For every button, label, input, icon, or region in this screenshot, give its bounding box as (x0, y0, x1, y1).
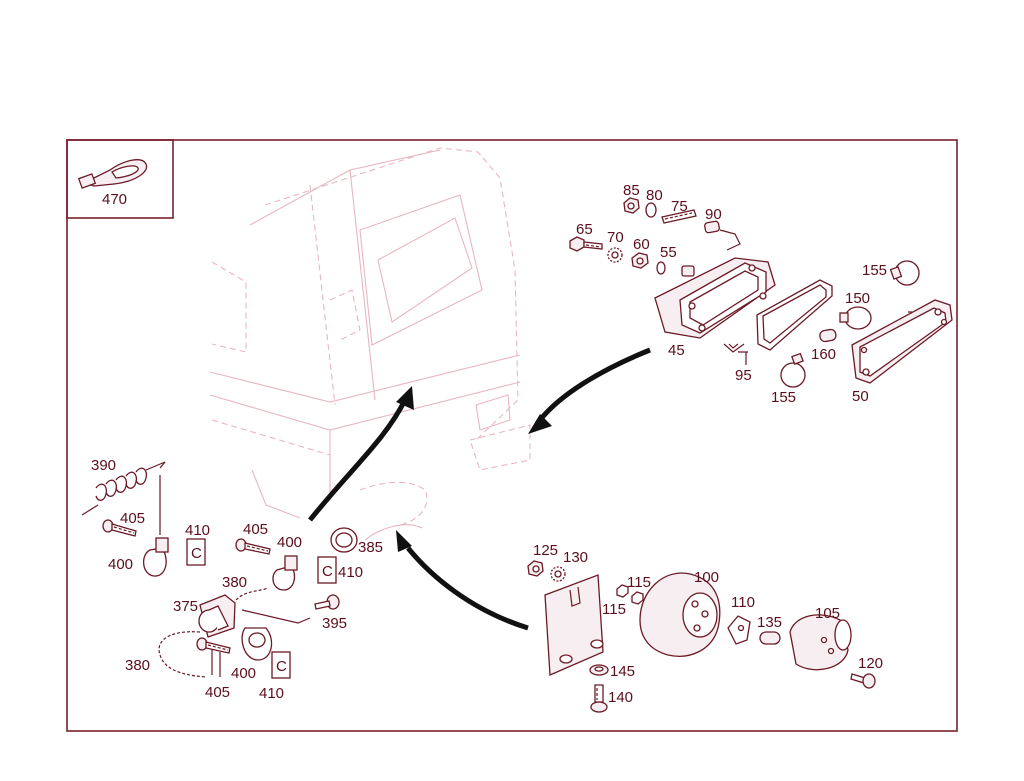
diagram-frame (66, 139, 958, 732)
label-155-top: 155 (862, 262, 887, 279)
label-410-a: 410 (185, 522, 210, 539)
cable-clamp-parts: C C C (81, 461, 358, 679)
label-70: 70 (607, 229, 624, 246)
label-380-a: 380 (222, 574, 247, 591)
license-lamp-parts (569, 197, 953, 388)
label-160: 160 (811, 346, 836, 363)
svg-text:C: C (191, 545, 202, 562)
label-410-b: 410 (338, 564, 363, 581)
part-labels: 85 80 75 90 65 70 60 55 155 150 45 95 16… (91, 182, 887, 706)
label-145: 145 (610, 663, 635, 680)
label-470: 470 (102, 191, 127, 208)
label-105: 105 (815, 605, 840, 622)
label-380-b: 380 (125, 657, 150, 674)
label-65: 65 (576, 221, 593, 238)
label-75: 75 (671, 198, 688, 215)
label-80: 80 (646, 187, 663, 204)
label-120: 120 (858, 655, 883, 672)
svg-text:C: C (322, 563, 333, 580)
label-395: 395 (322, 615, 347, 632)
label-130: 130 (563, 549, 588, 566)
label-400-c: 400 (231, 665, 256, 682)
label-95: 95 (735, 367, 752, 384)
label-405-b: 405 (243, 521, 268, 538)
label-150: 150 (845, 290, 870, 307)
label-135: 135 (757, 614, 782, 631)
label-115-b: 115 (602, 601, 626, 618)
label-45: 45 (668, 342, 685, 359)
label-405-c: 405 (205, 684, 230, 701)
label-55: 55 (660, 244, 677, 261)
label-140: 140 (608, 689, 633, 706)
label-110: 110 (731, 594, 755, 611)
label-125: 125 (533, 542, 558, 559)
svg-text:C: C (276, 658, 287, 675)
label-60: 60 (633, 236, 650, 253)
label-100: 100 (694, 569, 719, 586)
label-90: 90 (705, 206, 722, 223)
label-155-bottom: 155 (771, 389, 796, 406)
label-50: 50 (852, 388, 869, 405)
vehicle-outline (209, 147, 531, 541)
label-400-a: 400 (108, 556, 133, 573)
trailer-socket-parts (527, 560, 876, 713)
label-410-c: 410 (259, 685, 284, 702)
cable-tie-470 (77, 159, 148, 189)
label-405-a: 405 (120, 510, 145, 527)
label-85: 85 (623, 182, 640, 199)
label-385: 385 (358, 539, 383, 556)
inset-box (66, 139, 174, 219)
label-400-b: 400 (277, 534, 302, 551)
label-390: 390 (91, 457, 116, 474)
pointer-arrows (308, 347, 651, 631)
label-375: 375 (173, 598, 198, 615)
label-115-a: 115 (627, 574, 651, 591)
